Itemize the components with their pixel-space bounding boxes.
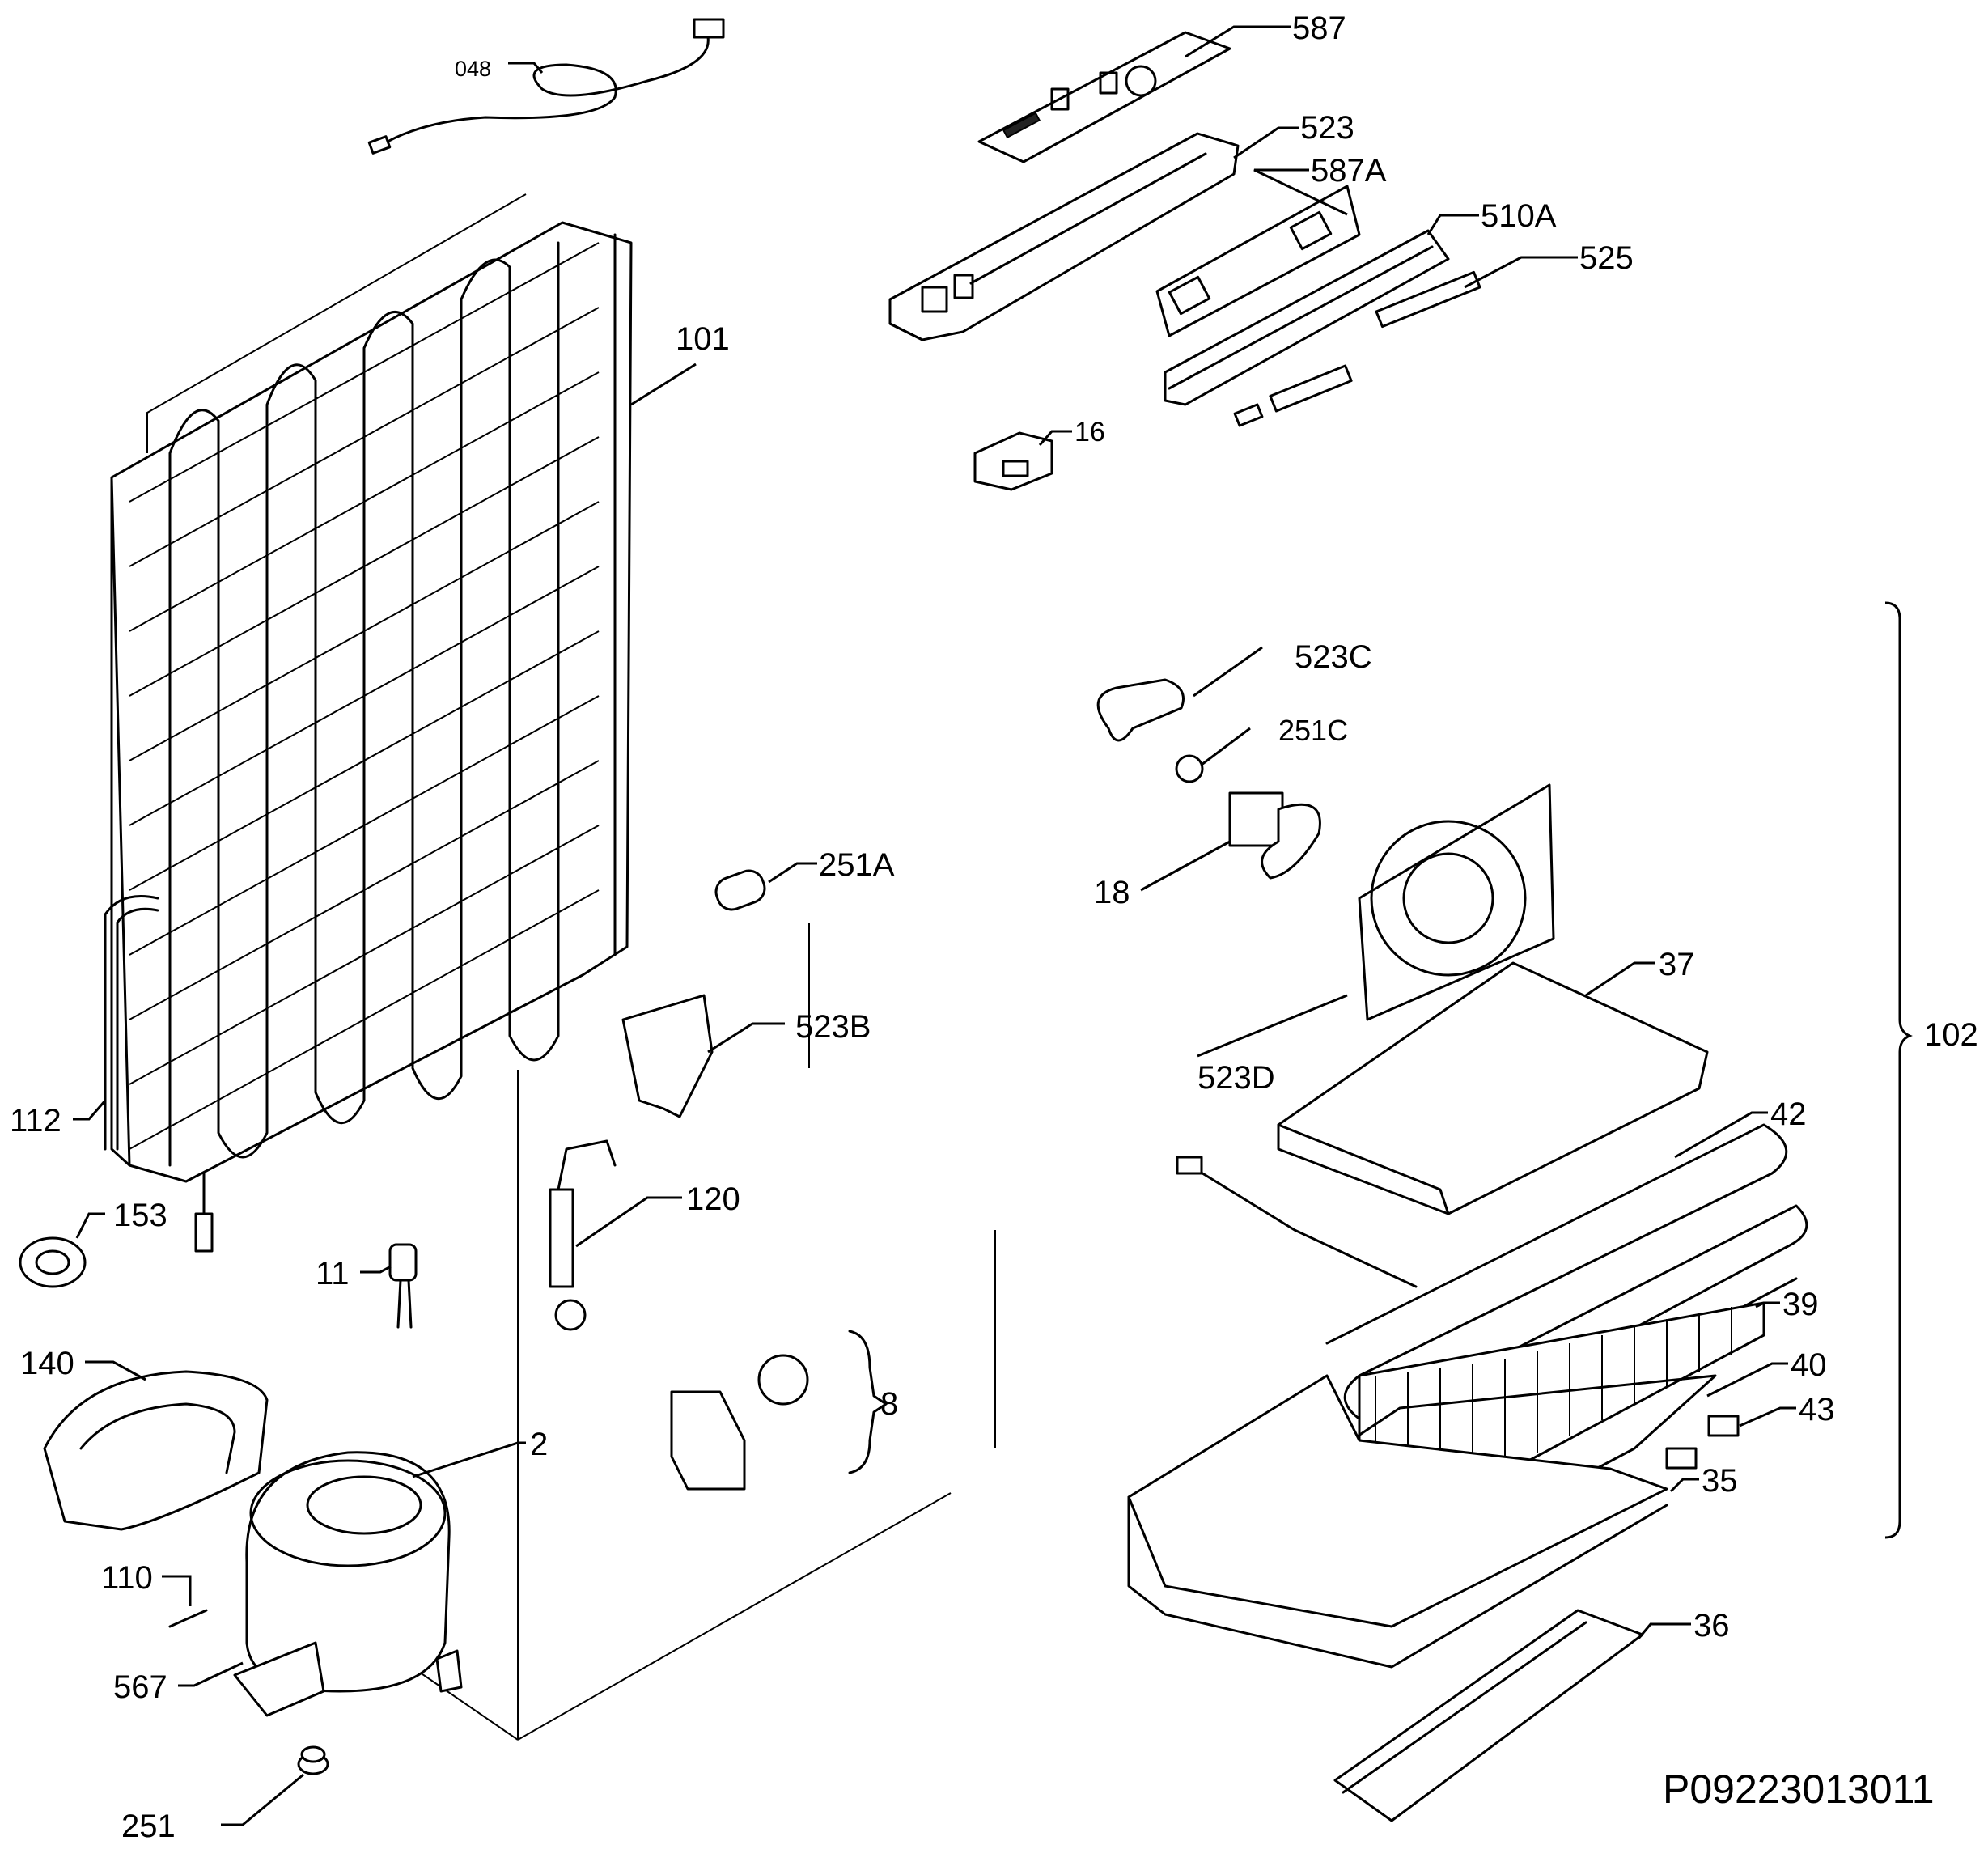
part-8-relay bbox=[670, 1330, 888, 1491]
label-43: 43 bbox=[1799, 1392, 1835, 1427]
part-43-clips bbox=[1665, 1415, 1740, 1470]
cabinet-outline bbox=[146, 193, 996, 1741]
label-510A: 510A bbox=[1481, 198, 1557, 234]
label-36: 36 bbox=[1693, 1608, 1730, 1644]
label-101: 101 bbox=[676, 321, 730, 357]
label-37: 37 bbox=[1659, 947, 1695, 982]
label-40: 40 bbox=[1791, 1347, 1827, 1383]
label-35: 35 bbox=[1702, 1463, 1738, 1499]
drawing-code: P09223013011 bbox=[1663, 1767, 1935, 1812]
label-523B: 523B bbox=[795, 1009, 871, 1045]
condenser-wires bbox=[129, 242, 600, 1150]
part-587-pcb bbox=[977, 31, 1231, 163]
bracket-102 bbox=[1884, 601, 1913, 1539]
label-11: 11 bbox=[316, 1256, 350, 1292]
part-523C-bracket bbox=[1096, 678, 1185, 742]
label-153: 153 bbox=[113, 1198, 167, 1233]
part-11-component bbox=[388, 1243, 418, 1329]
label-048: 048 bbox=[455, 57, 491, 81]
part-35-tray bbox=[1127, 1374, 1668, 1669]
label-8: 8 bbox=[880, 1386, 898, 1422]
part-587A-display-board bbox=[1155, 185, 1361, 337]
label-110: 110 bbox=[101, 1560, 153, 1596]
part-251-grommet bbox=[297, 1745, 329, 1775]
label-523C: 523C bbox=[1295, 639, 1372, 675]
part-153-cap bbox=[19, 1236, 87, 1288]
label-523: 523 bbox=[1300, 110, 1354, 146]
label-587A: 587A bbox=[1311, 153, 1387, 189]
label-112: 112 bbox=[10, 1103, 61, 1139]
part-523D-shroud bbox=[1358, 783, 1555, 1021]
label-2: 2 bbox=[530, 1427, 548, 1462]
part-110-pin bbox=[168, 1609, 208, 1628]
label-251A: 251A bbox=[819, 847, 895, 883]
part-39-evaporator bbox=[1358, 1301, 1765, 1466]
label-120: 120 bbox=[686, 1181, 740, 1217]
part-101-condenser bbox=[110, 221, 633, 1253]
part-112-tube bbox=[104, 895, 159, 1151]
label-18: 18 bbox=[1094, 875, 1130, 910]
part-36-channel bbox=[1333, 1609, 1644, 1822]
part-523B-clip bbox=[621, 994, 714, 1118]
label-251: 251 bbox=[121, 1809, 176, 1844]
part-2-compressor bbox=[233, 1451, 463, 1717]
part-16-switch bbox=[973, 431, 1053, 491]
label-16: 16 bbox=[1075, 417, 1105, 447]
label-525: 525 bbox=[1579, 240, 1634, 276]
part-251C-grommet bbox=[1175, 754, 1204, 783]
label-523D: 523D bbox=[1197, 1060, 1275, 1096]
label-102: 102 bbox=[1924, 1017, 1978, 1053]
part-120-sensor bbox=[549, 1139, 617, 1331]
label-140: 140 bbox=[20, 1346, 74, 1381]
callout-labels: 048 587 523 587A 510A 525 16 101 523C 25… bbox=[10, 11, 1978, 1844]
part-18-fan-motor bbox=[1228, 791, 1321, 880]
label-587: 587 bbox=[1292, 11, 1346, 46]
part-523-housing bbox=[888, 132, 1240, 341]
part-37-plate bbox=[1277, 961, 1709, 1215]
part-510A-panel bbox=[1164, 229, 1450, 406]
label-39: 39 bbox=[1782, 1287, 1819, 1322]
part-048-sensor-cable bbox=[367, 18, 725, 155]
label-251C: 251C bbox=[1278, 714, 1348, 747]
leader-lines bbox=[73, 25, 1796, 1826]
part-251A-sleeve bbox=[714, 869, 766, 911]
label-42: 42 bbox=[1770, 1096, 1807, 1132]
part-140-drip-tray bbox=[43, 1370, 269, 1531]
label-567: 567 bbox=[113, 1669, 167, 1705]
